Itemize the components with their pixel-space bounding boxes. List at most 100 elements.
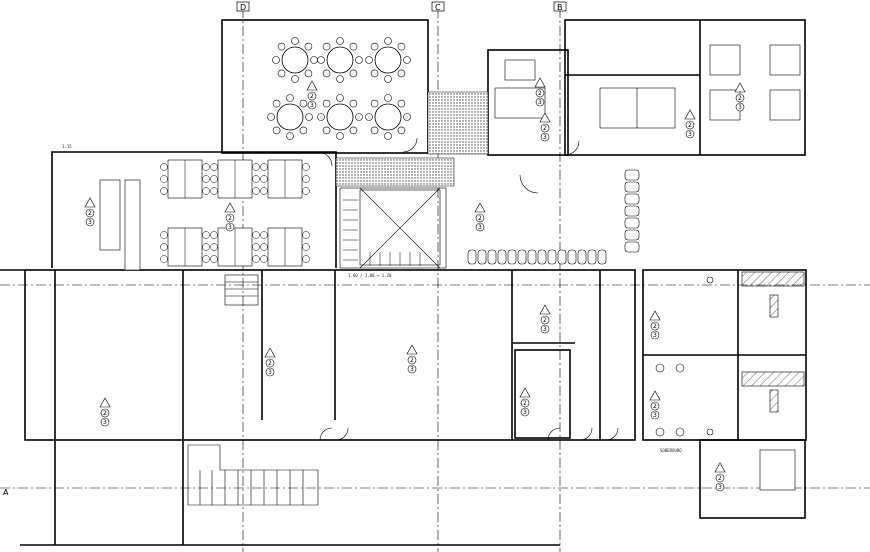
round-table xyxy=(317,94,363,140)
room-tag: 23 xyxy=(264,347,276,377)
room-tag: 23 xyxy=(734,82,746,112)
tag-number: 3 xyxy=(88,219,92,226)
chair xyxy=(577,249,587,265)
room-tag: 23 xyxy=(474,202,486,232)
tag-number: 2 xyxy=(543,317,547,324)
axis-b-label: B xyxy=(557,3,563,12)
tag-number: 2 xyxy=(478,215,482,222)
tag-number: 3 xyxy=(538,99,542,106)
room-tag: 23 xyxy=(539,112,551,142)
tag-number: 3 xyxy=(653,332,657,339)
chair xyxy=(547,249,557,265)
tag-number: 2 xyxy=(410,357,414,364)
round-table xyxy=(365,94,411,140)
wc-fixtures xyxy=(655,271,805,437)
tag-number: 2 xyxy=(538,90,542,97)
room-tag: 23 xyxy=(224,202,236,232)
chair xyxy=(507,249,517,265)
tag-number: 3 xyxy=(478,224,482,231)
chair xyxy=(537,249,547,265)
tag-number: 2 xyxy=(688,122,692,129)
room-tag: 23 xyxy=(534,77,546,107)
tag-number: 2 xyxy=(523,400,527,407)
round-table xyxy=(272,37,318,83)
chair xyxy=(624,205,640,217)
tag-number: 2 xyxy=(268,360,272,367)
door-swings xyxy=(317,137,619,441)
axis-d-marker xyxy=(236,1,250,12)
tag-number: 3 xyxy=(543,326,547,333)
dining-table xyxy=(260,159,310,199)
chair xyxy=(624,181,640,193)
tag-number: 3 xyxy=(103,419,107,426)
room-tag: 23 xyxy=(99,397,111,427)
dining-tables xyxy=(160,159,310,267)
tag-number: 2 xyxy=(103,410,107,417)
round-table xyxy=(267,94,313,140)
chair xyxy=(624,169,640,181)
axis-b-marker xyxy=(553,1,567,12)
axis-markers: D C B A xyxy=(3,1,567,497)
chair xyxy=(597,249,607,265)
hatched-lobby xyxy=(427,91,489,155)
chair xyxy=(587,249,597,265)
room-tag: 23 xyxy=(84,197,96,227)
room-tag: 23 xyxy=(714,462,726,492)
dining-table xyxy=(210,159,260,199)
round-table xyxy=(317,37,363,83)
tag-number: 2 xyxy=(653,323,657,330)
dim-stair-bottom: 1.60 / 1.80 + 1.20 xyxy=(348,273,392,278)
tag-number: 3 xyxy=(523,409,527,416)
tag-number: 2 xyxy=(718,475,722,482)
tag-number: 2 xyxy=(228,215,232,222)
chair xyxy=(624,241,640,253)
chair xyxy=(477,249,487,265)
tag-number: 3 xyxy=(228,224,232,231)
chair xyxy=(497,249,507,265)
tag-number: 3 xyxy=(310,102,314,109)
tag-number: 2 xyxy=(653,403,657,410)
tag-number: 3 xyxy=(653,412,657,419)
room-tag: 23 xyxy=(649,310,661,340)
dining-table xyxy=(260,227,310,267)
dining-table xyxy=(160,159,210,199)
round-table xyxy=(365,37,411,83)
chair xyxy=(624,217,640,229)
chair xyxy=(557,249,567,265)
tag-number: 3 xyxy=(268,369,272,376)
tag-number: 2 xyxy=(738,95,742,102)
round-tables xyxy=(267,37,411,140)
room-tag: 23 xyxy=(406,344,418,374)
room-tag: 23 xyxy=(306,80,318,110)
tag-number: 2 xyxy=(310,93,314,100)
chair xyxy=(467,249,477,265)
room-tag: 23 xyxy=(519,387,531,417)
tag-number: 3 xyxy=(738,104,742,111)
dining-table xyxy=(160,227,210,267)
axis-c-label: C xyxy=(435,3,441,12)
tag-number: 3 xyxy=(410,366,414,373)
lower-stair xyxy=(187,274,319,506)
label-sobrado: SOBEDOURO xyxy=(660,448,682,453)
chair xyxy=(517,249,527,265)
room-tag: 23 xyxy=(539,304,551,334)
room-tag: 23 xyxy=(649,390,661,420)
stair-treads xyxy=(343,199,421,266)
office-furniture xyxy=(99,44,801,491)
walls xyxy=(0,19,807,546)
tag-number: 2 xyxy=(88,210,92,217)
dining-table xyxy=(210,227,260,267)
axis-a-label: A xyxy=(3,488,9,497)
axis-c-marker xyxy=(431,1,445,12)
lobby-chair-row xyxy=(467,249,607,265)
hatched-stair-top xyxy=(335,157,455,187)
tag-number: 3 xyxy=(718,484,722,491)
axis-d-label: D xyxy=(240,3,246,12)
chair xyxy=(567,249,577,265)
side-chairs xyxy=(624,169,640,253)
chair xyxy=(527,249,537,265)
tag-number: 3 xyxy=(688,131,692,138)
room-tag: 23 xyxy=(684,109,696,139)
